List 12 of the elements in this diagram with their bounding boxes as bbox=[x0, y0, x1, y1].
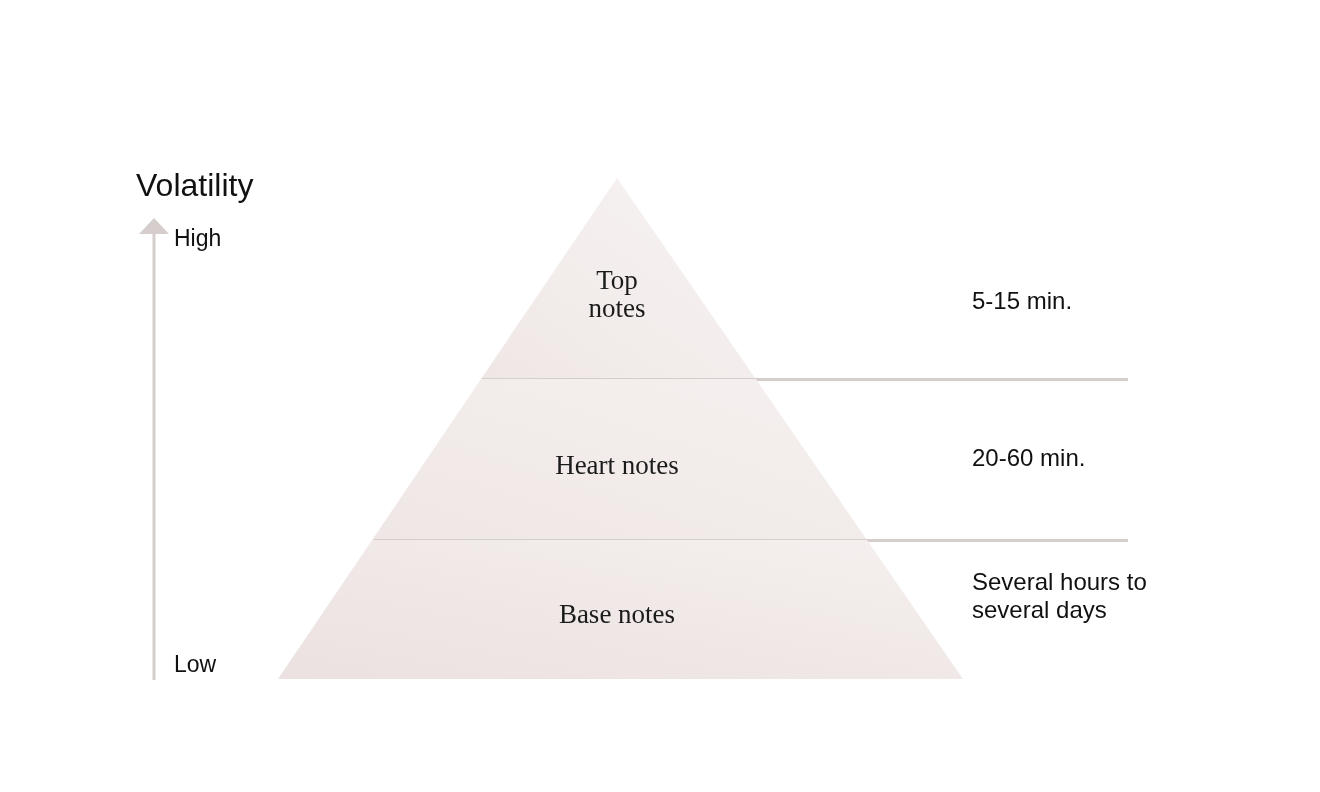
axis-label: Low bbox=[174, 650, 217, 679]
duration-label: 5-15 min. bbox=[972, 287, 1074, 315]
pyramid-tier bbox=[372, 379, 868, 540]
pyramid-tier bbox=[480, 178, 756, 379]
axis-label: High bbox=[174, 224, 222, 253]
duration-label: Several hours to several days bbox=[972, 568, 1148, 624]
duration-label: 20-60 min. bbox=[972, 444, 1087, 472]
pyramid-tier bbox=[278, 540, 963, 679]
tier-label: Top notes bbox=[587, 266, 647, 322]
tier-label: Heart notes bbox=[554, 450, 680, 480]
tier-label: Base notes bbox=[557, 599, 677, 629]
axis-title: Volatility bbox=[136, 166, 254, 205]
